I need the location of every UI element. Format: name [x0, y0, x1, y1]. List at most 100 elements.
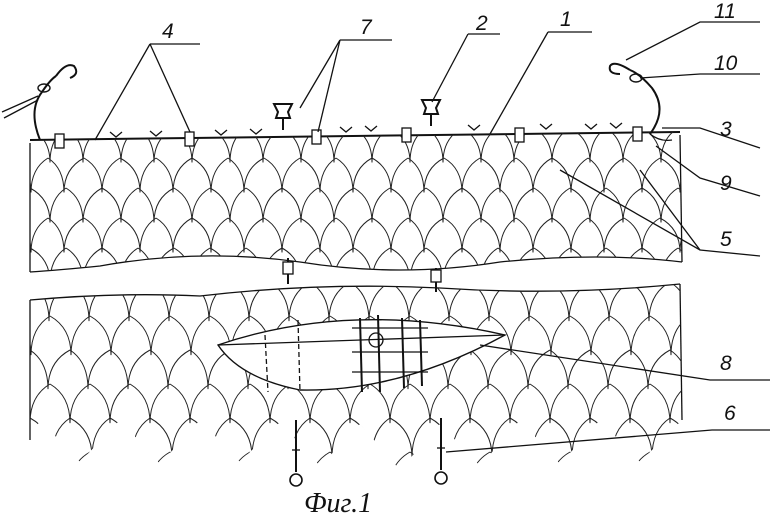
mesh-leaf: [30, 284, 31, 322]
mesh-leaf: [189, 417, 231, 458]
mesh-leaf: [659, 157, 682, 193]
mesh-leaf: [30, 132, 31, 163]
label-1: 1: [560, 8, 572, 31]
label-7: 7: [360, 16, 373, 39]
mesh-leaf: [369, 383, 411, 424]
mesh-leaf: [425, 132, 463, 163]
mesh-leaf: [30, 315, 51, 356]
mesh-leaf: [137, 247, 175, 272]
mesh-leaf: [65, 132, 103, 163]
mesh-leaf: [469, 284, 511, 322]
mesh-leaf: [109, 417, 151, 458]
mesh-leaf: [48, 278, 84, 313]
leader-lines: [94, 21, 770, 453]
mesh-leaf: [89, 383, 131, 424]
mesh-leaf: [489, 383, 531, 424]
mesh-leaf: [349, 417, 391, 458]
mesh-leaf: [83, 157, 121, 193]
mesh-leaf: [209, 132, 247, 163]
left-hook: [1, 64, 78, 141]
mesh-leaf: [569, 187, 607, 223]
mesh-leaf: [317, 247, 355, 272]
mesh-leaf: [461, 132, 499, 163]
mesh-leaf: [429, 284, 471, 322]
mesh-leaf: [407, 157, 445, 193]
mesh-leaf: [529, 451, 571, 470]
label-9: 9: [720, 172, 732, 195]
net-mesh-lower: [30, 284, 682, 470]
mesh-leaf: [669, 349, 682, 390]
mesh-leaf: [227, 157, 265, 193]
mesh-leaf: [30, 284, 71, 322]
mesh-leaf: [109, 349, 151, 390]
mesh-leaf: [30, 157, 49, 193]
label-5: 5: [720, 228, 732, 251]
mesh-leaf: [649, 451, 682, 470]
mesh-leaf: [641, 247, 679, 272]
mesh-leaf: [229, 417, 271, 458]
mesh-leaf: [30, 417, 71, 458]
mesh-leaf: [209, 451, 251, 470]
mesh-leaf: [49, 383, 91, 424]
mesh-leaf: [47, 217, 85, 253]
mesh-leaf: [317, 132, 355, 163]
mesh-leaf: [329, 451, 371, 470]
mesh-leaf: [569, 383, 611, 424]
mesh-leaf: [228, 278, 264, 313]
mesh-leaf: [49, 451, 91, 470]
mesh-leaf: [677, 132, 682, 163]
label-11: 11: [714, 0, 736, 23]
mesh-leaf: [129, 315, 171, 356]
mesh-leaf: [189, 284, 231, 322]
mesh-leaf: [65, 187, 103, 223]
mesh-leaf: [549, 349, 591, 390]
mesh-leaf: [623, 217, 661, 253]
mesh-leaf: [449, 451, 491, 470]
mesh-leaf: [479, 217, 517, 253]
mesh-leaf: [696, 278, 732, 313]
mesh-leaf: [641, 187, 679, 223]
mesh-leaf: [677, 247, 682, 272]
mesh-leaf: [605, 247, 643, 272]
mesh-leaf: [264, 278, 300, 313]
mesh-leaf: [353, 187, 391, 223]
mounting-brackets: [272, 99, 442, 130]
mesh-leaf: [588, 278, 624, 313]
mesh-leaf: [317, 187, 355, 223]
mesh-leaf: [479, 157, 517, 193]
mesh-leaf: [309, 417, 351, 458]
mesh-leaf: [649, 315, 682, 356]
mesh-leaf: [89, 451, 131, 470]
mesh-leaf: [349, 284, 391, 322]
mesh-leaf: [509, 349, 551, 390]
mesh-leaf: [47, 157, 85, 193]
mesh-leaf: [623, 157, 661, 193]
mesh-leaf: [629, 349, 671, 390]
mesh-leaf: [443, 217, 481, 253]
mesh-leaf: [227, 217, 265, 253]
mesh-leaf: [269, 284, 311, 322]
label-2: 2: [475, 12, 488, 35]
mesh-leaf: [289, 383, 331, 424]
mesh-leaf: [480, 278, 516, 313]
mesh-leaf: [609, 315, 651, 356]
mesh-leaf: [245, 132, 283, 163]
mesh-leaf: [497, 187, 535, 223]
mesh-leaf: [30, 247, 67, 272]
mesh-leaf: [155, 157, 193, 193]
mesh-leaf: [336, 278, 372, 313]
mesh-leaf: [119, 217, 157, 253]
rope-clips: [54, 126, 643, 149]
mesh-leaf: [191, 157, 229, 193]
mesh-leaf: [552, 278, 588, 313]
knot-ties: [109, 122, 623, 138]
mesh-leaf: [30, 417, 31, 458]
mesh-leaf: [461, 247, 499, 272]
mesh-leaf: [309, 284, 351, 322]
mesh-leaf: [533, 247, 571, 272]
mesh-leaf: [281, 187, 319, 223]
mesh-leaf: [329, 383, 371, 424]
mesh-leaf: [30, 187, 67, 223]
mesh-leaf: [281, 247, 319, 272]
mesh-leaf: [209, 383, 251, 424]
